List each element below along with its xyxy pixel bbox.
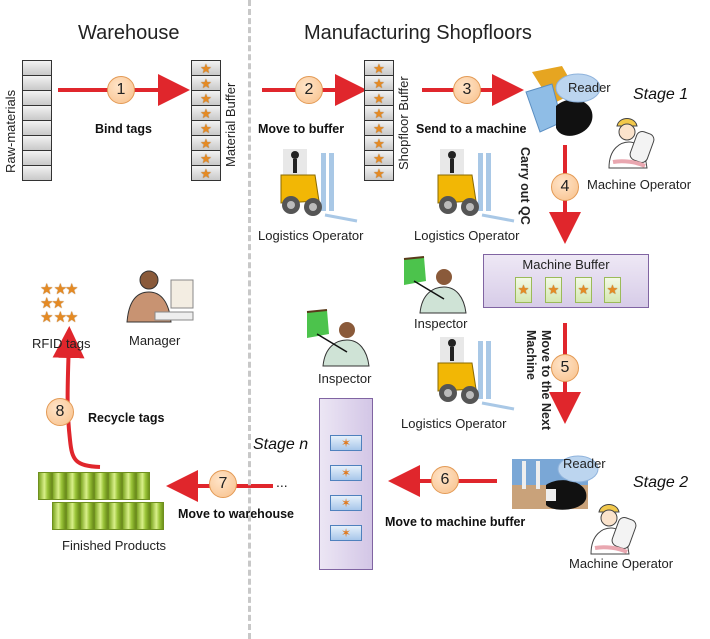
step-7-badge: 7	[209, 470, 237, 498]
stage-2-label: Stage 2	[633, 474, 689, 491]
stage-n-label: Stage n	[253, 436, 309, 453]
finished-products-label: Finished Products	[62, 538, 167, 553]
step-5-label: Move to the Next Machine	[524, 330, 553, 431]
machine-buffer-slot: ★	[545, 277, 562, 303]
manager-label: Manager	[129, 333, 181, 348]
logistics-operator-label-3: Logistics Operator	[401, 416, 507, 431]
machine-buffer-slot: ★	[604, 277, 621, 303]
material-buffer-label: Material Buffer	[223, 82, 238, 168]
step-6-badge: 6	[431, 466, 459, 494]
step-1-label: Bind tags	[95, 122, 152, 136]
step-3-badge: 3	[453, 76, 481, 104]
shopfloor-buffer-stack: ★★★★ ★★★★	[364, 60, 394, 181]
machine-buffer: Machine Buffer ★ ★ ★ ★	[483, 254, 649, 308]
inspector-label-2: Inspector	[318, 371, 372, 386]
inspector-icon	[306, 309, 370, 367]
logistics-operator-label-2: Logistics Operator	[414, 228, 520, 243]
ellipsis: ...	[276, 474, 288, 490]
step-2-label: Move to buffer	[258, 122, 345, 136]
machine-operator-label-1: Machine Operator	[587, 177, 692, 192]
step-1-badge: 1	[107, 76, 135, 104]
machine-buffer-title: Machine Buffer	[522, 257, 610, 272]
step-6-label: Move to machine buffer	[385, 515, 526, 529]
raw-materials-label: Raw-materials	[3, 89, 18, 173]
stage-n-buffer-slot: ✶	[330, 495, 362, 511]
step-8-badge: 8	[46, 398, 74, 426]
step-2-badge: 2	[295, 76, 323, 104]
logistics-operator-label-1: Logistics Operator	[258, 228, 364, 243]
reader-label-stage1: Reader	[568, 80, 611, 95]
stage-n-buffer-slot: ✶	[330, 465, 362, 481]
machine-buffer-slot: ★	[575, 277, 592, 303]
machine-operator-icon	[608, 118, 655, 169]
stage-n-buffer-slot: ✶	[330, 435, 362, 451]
shopfloors-title: Manufacturing Shopfloors	[304, 22, 532, 44]
shopfloor-buffer-label: Shopfloor Buffer	[396, 76, 411, 170]
forklift-icon	[280, 149, 358, 223]
rfid-tags-icon: ★ ★★★★★ ★★	[40, 281, 79, 326]
finished-products-row-bottom	[52, 502, 164, 530]
stage-n-buffer-slot: ✶	[330, 525, 362, 541]
rfid-tags-label: RFID tags	[32, 336, 91, 351]
step-4-badge: 4	[551, 173, 579, 201]
section-divider	[248, 0, 251, 639]
arrow-step-8	[52, 326, 101, 469]
step-5-badge: 5	[551, 354, 579, 382]
stage-1-label: Stage 1	[633, 86, 689, 103]
warehouse-title: Warehouse	[78, 22, 180, 44]
machine-operator-icon	[590, 504, 637, 555]
step-7-label: Move to warehouse	[178, 507, 294, 521]
machine-operator-label-2: Machine Operator	[569, 556, 674, 571]
stage-n-buffer: ✶ ✶ ✶ ✶	[319, 398, 373, 570]
reader-label-stage2: Reader	[563, 456, 606, 471]
forklift-icon	[437, 149, 515, 223]
step-8-label: Recycle tags	[88, 411, 165, 425]
machine-buffer-slot: ★	[515, 277, 532, 303]
rfid-reader-machine-icon	[525, 66, 601, 136]
forklift-icon	[437, 337, 515, 411]
manager-icon	[126, 270, 194, 323]
step-4-label: Carry out QC	[518, 147, 532, 225]
inspector-icon	[403, 256, 467, 314]
finished-products-row-top	[38, 472, 150, 500]
inspector-label-1: Inspector	[414, 316, 468, 331]
rfid-reader-machine-icon	[512, 455, 599, 510]
raw-materials-stack	[22, 60, 52, 181]
material-buffer-stack: ★★★★ ★★★★	[191, 60, 221, 181]
step-3-label: Send to a machine	[416, 122, 527, 136]
